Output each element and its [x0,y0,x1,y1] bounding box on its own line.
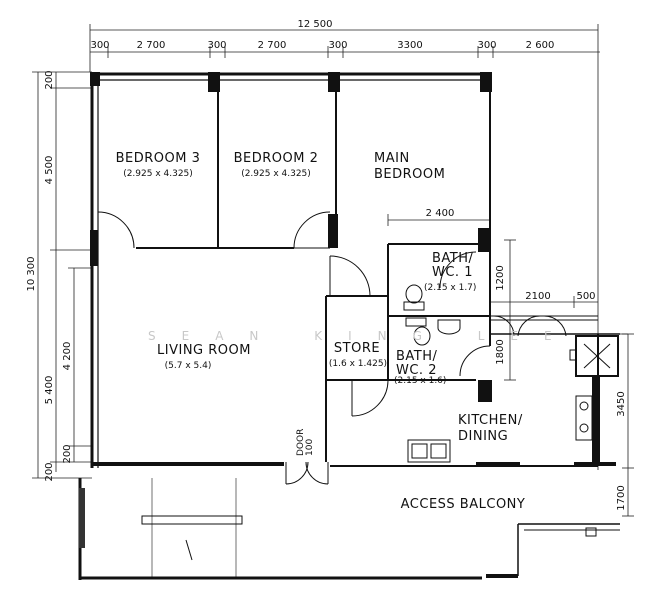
dim-top-1: 300 [90,40,109,51]
dim-top-5: 300 [328,40,347,51]
dim-overall: 12 500 [298,19,333,30]
doors [97,211,598,485]
bedroom3-label: BEDROOM 3 [116,151,201,166]
access-balcony-label: ACCESS BALCONY [401,497,526,512]
dimension-lines [32,24,634,517]
main-bedroom-label-2: BEDROOM [374,167,445,182]
dim-inner-2400: 2 400 [426,208,455,219]
watermark: SEAN KING LEE [148,329,578,343]
dim-top-3: 300 [207,40,226,51]
bath1-label-2: WC. 1 [432,265,473,280]
walls [78,72,620,580]
door-label-2: 100 [305,439,315,456]
bath2-label-1: BATH/ [396,349,438,364]
room-labels: BEDROOM 3 (2.925 x 4.325) BEDROOM 2 (2.9… [116,151,526,512]
dim-top-6: 3300 [397,40,422,51]
dim-right-500: 500 [576,291,595,302]
dim-left-5400: 5 400 [44,376,55,405]
dim-left-4200: 4 200 [62,342,73,371]
store-label: STORE [334,341,380,356]
dim-right-3450: 3450 [616,391,627,416]
door-label-1: DOOR [296,429,306,456]
bath1-size: (2.15 x 1.7) [424,283,476,293]
main-bedroom-label-1: MAIN [374,151,410,166]
bedroom2-size: (2.925 x 4.325) [241,169,311,179]
dim-right-1800: 1800 [495,339,506,364]
store-size: (1.6 x 1.425) [329,359,387,369]
dim-left-200-mid: 200 [62,444,73,463]
bath1-label-1: BATH/ [432,251,474,266]
dim-left-4500: 4 500 [44,156,55,185]
dim-top-7: 300 [477,40,496,51]
bath2-size: (2.15 x 1.6) [394,376,446,386]
bedroom3-size: (2.925 x 4.325) [123,169,193,179]
living-room-size: (5.7 x 5.4) [165,361,212,371]
fixtures [141,250,619,578]
bath2-label-2: WC. 2 [396,363,437,378]
dim-left-200-bottom: 200 [44,462,55,481]
dim-left-10300: 10 300 [26,257,37,292]
dim-top-2: 2 700 [137,40,166,51]
living-room-label: LIVING ROOM [157,343,251,358]
dim-top-8: 2 600 [526,40,555,51]
wall-columns [90,72,600,466]
dimension-labels: 12 500 300 2 700 300 2 700 300 3300 300 … [26,19,627,511]
dim-right-1200: 1200 [495,265,506,290]
dim-right-2100: 2100 [525,291,550,302]
kitchen-label-2: DINING [458,429,508,444]
dim-left-200-top: 200 [44,70,55,89]
kitchen-label-1: KITCHEN/ [458,413,523,428]
dim-right-1700: 1700 [616,485,627,510]
dim-top-4: 2 700 [258,40,287,51]
bedroom2-label: BEDROOM 2 [234,151,319,166]
